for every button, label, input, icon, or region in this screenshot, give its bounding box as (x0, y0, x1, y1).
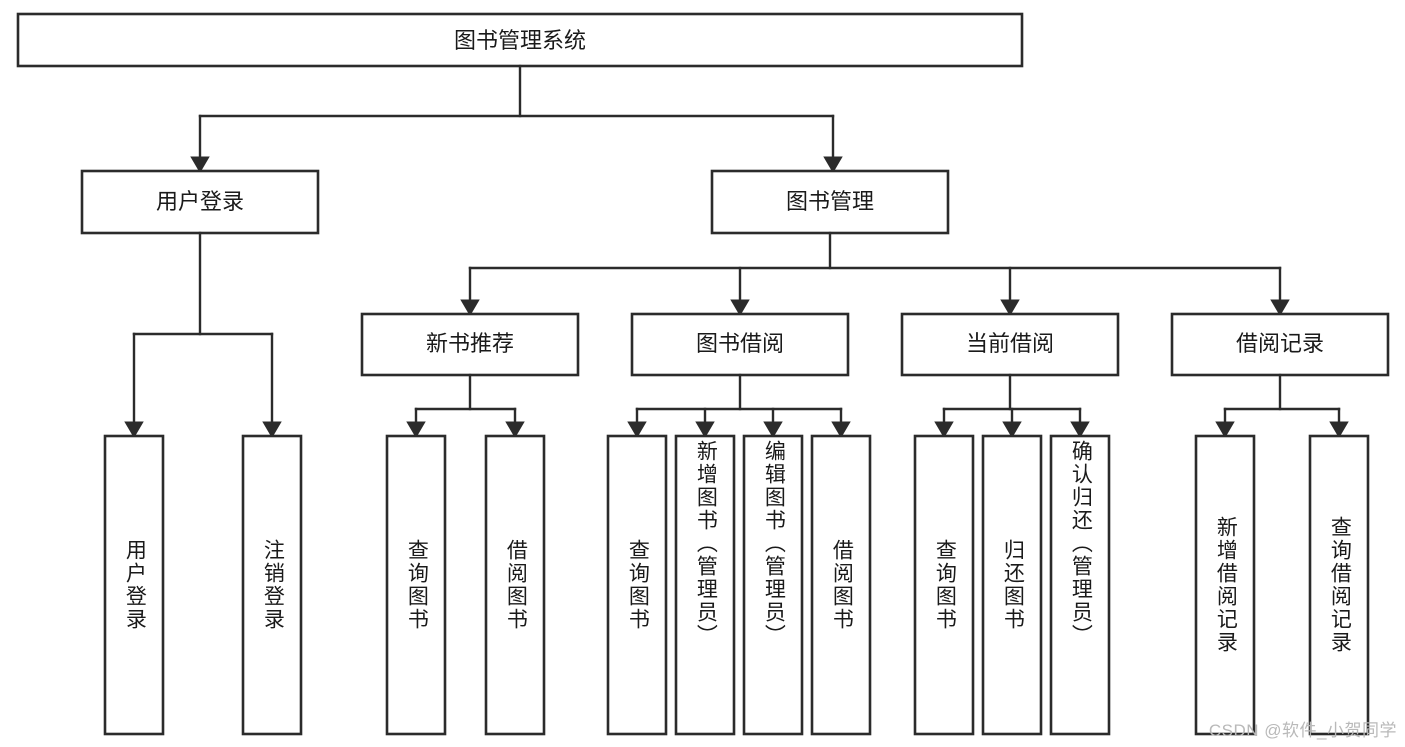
leaf-box-logout[interactable] (241, 434, 303, 736)
leaf-box-edit-book-admin[interactable] (742, 434, 804, 736)
node-book-borrow-label: 图书借阅 (696, 331, 784, 356)
leaf-boxes (103, 434, 1370, 736)
node-root[interactable]: 图书管理系统 (16, 12, 1024, 68)
node-book-manage-label: 图书管理 (786, 189, 874, 214)
connector-root-to-level2 (190, 64, 843, 174)
leaf-box-add-book-admin[interactable] (674, 434, 736, 736)
connector-book-manage-to-level3 (460, 231, 1290, 317)
leaf-box-confirm-return-admin[interactable] (1049, 434, 1111, 736)
node-book-manage[interactable]: 图书管理 (710, 169, 950, 235)
leaf-box-borrow-book-bb[interactable] (810, 434, 872, 736)
connector-user-login-to-leaves (124, 231, 282, 439)
node-user-login[interactable]: 用户登录 (80, 169, 320, 235)
node-borrow-record-label: 借阅记录 (1236, 331, 1324, 356)
leaf-box-return-book[interactable] (981, 434, 1043, 736)
leaf-box-query-book-rec[interactable] (385, 434, 447, 736)
node-root-box[interactable] (16, 12, 1024, 68)
node-book-borrow-box[interactable] (630, 312, 850, 377)
node-current-borrow-box[interactable] (900, 312, 1120, 377)
leaf-box-query-book-cb[interactable] (913, 434, 975, 736)
connector-book-borrow-to-leaves (627, 373, 851, 439)
node-root-label: 图书管理系统 (454, 28, 586, 53)
node-borrow-record[interactable]: 借阅记录 (1170, 312, 1390, 377)
leaf-box-query-borrow-record[interactable] (1308, 434, 1370, 736)
leaf-box-user-login[interactable] (103, 434, 165, 736)
leaf-box-borrow-book-rec[interactable] (484, 434, 546, 736)
connector-current-borrow-to-leaves (934, 373, 1090, 439)
connector-new-book-rec-to-leaves (406, 373, 525, 439)
node-book-manage-box[interactable] (710, 169, 950, 235)
node-current-borrow[interactable]: 当前借阅 (900, 312, 1120, 377)
leaf-box-query-book-bb[interactable] (606, 434, 668, 736)
node-borrow-record-box[interactable] (1170, 312, 1390, 377)
node-new-book-rec-box[interactable] (360, 312, 580, 377)
leaf-box-add-borrow-record[interactable] (1194, 434, 1256, 736)
node-new-book-rec-label: 新书推荐 (426, 331, 514, 356)
connector-borrow-record-to-leaves (1215, 373, 1349, 439)
node-new-book-rec[interactable]: 新书推荐 (360, 312, 580, 377)
node-book-borrow[interactable]: 图书借阅 (630, 312, 850, 377)
node-current-borrow-label: 当前借阅 (966, 331, 1054, 356)
node-user-login-label: 用户登录 (156, 189, 244, 214)
watermark-text: CSDN @软件_小贺同学 (1208, 721, 1397, 740)
